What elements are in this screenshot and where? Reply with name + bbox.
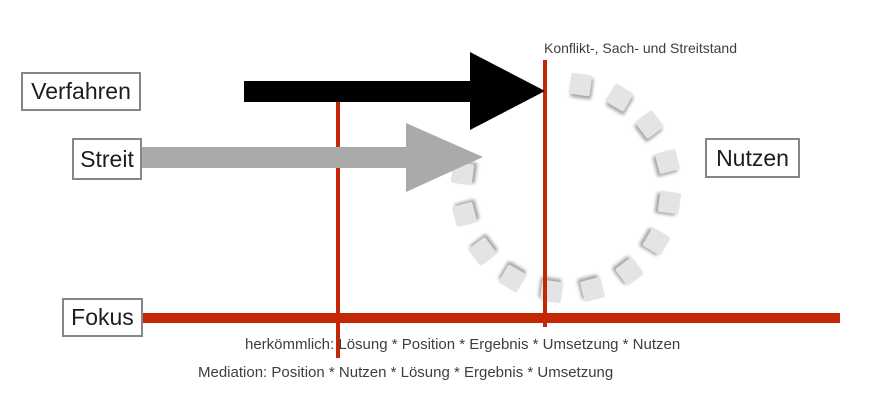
- ring-square: [568, 72, 593, 96]
- nutzen-box: Nutzen: [705, 138, 800, 178]
- ring-square: [635, 110, 665, 140]
- verfahren-label: Verfahren: [31, 78, 131, 104]
- ring-square: [498, 264, 528, 293]
- fokus-horizontal-line: [143, 313, 840, 323]
- nutzen-label: Nutzen: [716, 144, 789, 171]
- ring-square: [614, 257, 644, 287]
- streit-label: Streit: [80, 145, 134, 172]
- ring-square: [467, 236, 497, 266]
- ring-square: [579, 276, 606, 303]
- ring-square: [642, 226, 671, 256]
- fokus-box: Fokus: [62, 298, 143, 337]
- ring-square: [654, 148, 681, 175]
- ring-square: [450, 161, 474, 186]
- ring-square: [451, 201, 478, 228]
- streit-box: Streit: [72, 138, 142, 180]
- verfahren-box: Verfahren: [21, 72, 141, 111]
- ring-square: [658, 190, 682, 215]
- focus-vertical-line-right: [543, 60, 547, 327]
- fokus-label: Fokus: [71, 304, 134, 330]
- herkoemmlich-annotation: herkömmlich: Lösung * Position * Ergebni…: [245, 336, 681, 353]
- mediation-annotation: Mediation: Position * Nutzen * Lösung * …: [198, 364, 614, 381]
- ring-square: [604, 83, 634, 112]
- konflikt-annotation: Konflikt-, Sach- und Streitstand: [544, 40, 737, 56]
- focus-vertical-line-left: [336, 102, 340, 358]
